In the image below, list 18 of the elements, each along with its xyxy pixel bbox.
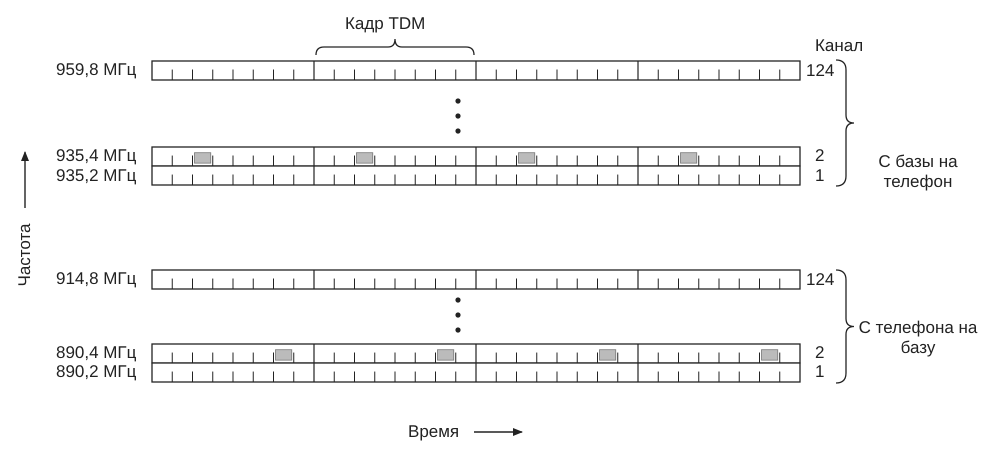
channel-number: 1 (815, 362, 824, 382)
direction-label: С телефона на базу (858, 318, 978, 358)
frequency-label: 935,2 МГц (56, 166, 136, 186)
frequency-label: 890,4 МГц (56, 343, 136, 363)
channel-number: 124 (806, 270, 834, 290)
column-heading: Канал (815, 36, 864, 56)
direction-label: С базы на телефон (877, 152, 959, 192)
frequency-label: 935,4 МГц (56, 146, 136, 166)
frame-title: Кадр TDM (345, 14, 426, 34)
channel-number: 1 (815, 166, 824, 186)
channel-number: 2 (815, 146, 824, 166)
channel-number: 124 (806, 61, 834, 81)
frequency-label: 959,8 МГц (56, 60, 136, 80)
frequency-label: 890,2 МГц (56, 362, 136, 382)
axis-label: Частота (15, 224, 35, 286)
channel-number: 2 (815, 343, 824, 363)
frequency-label: 914,8 МГц (56, 269, 136, 289)
axis-label: Время (408, 422, 460, 442)
